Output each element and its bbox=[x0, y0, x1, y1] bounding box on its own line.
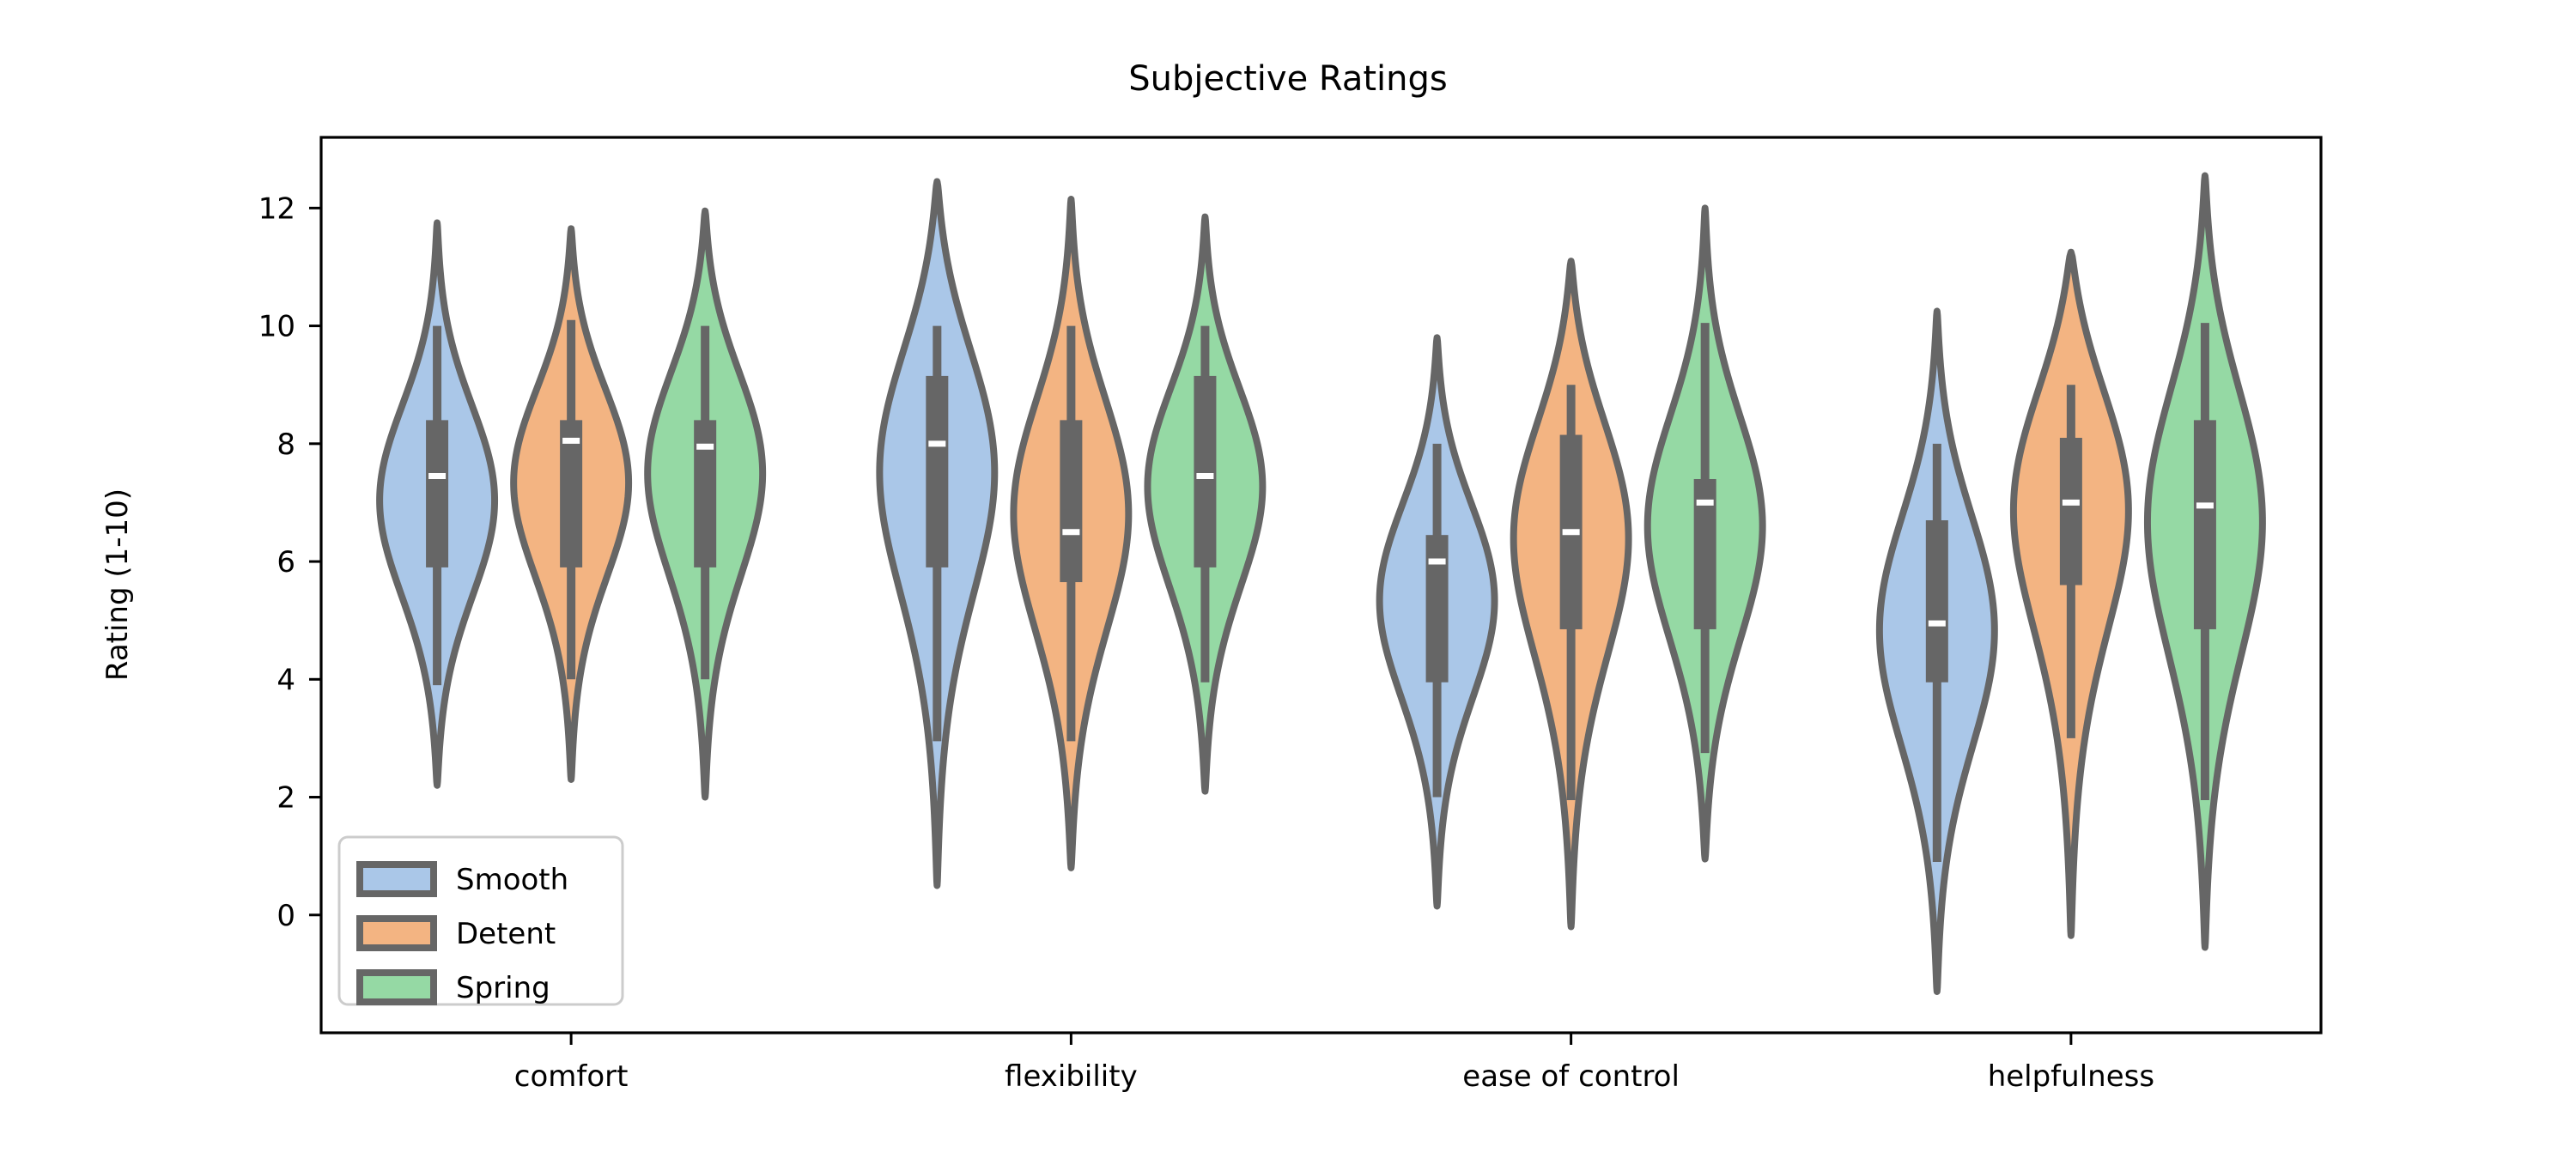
x-tick-label-ease-of-control: ease of control bbox=[1462, 1059, 1680, 1094]
y-tick-label: 4 bbox=[276, 663, 295, 697]
x-tick-label-comfort: comfort bbox=[514, 1059, 629, 1094]
chart-title: Subjective Ratings bbox=[1128, 59, 1447, 99]
y-tick-label: 6 bbox=[276, 545, 295, 580]
violin-detent-comfort[interactable] bbox=[510, 225, 633, 783]
violin-smooth-ease-of-control[interactable] bbox=[1376, 334, 1498, 910]
y-tick-label: 0 bbox=[276, 899, 295, 933]
legend-item-detent[interactable]: Detent bbox=[356, 915, 556, 951]
x-tick-label-helpfulness: helpfulness bbox=[1988, 1059, 2154, 1094]
iqr-box bbox=[694, 420, 717, 567]
y-axis-label: Rating (1-10) bbox=[100, 488, 135, 681]
violin-smooth-flexibility[interactable] bbox=[876, 178, 999, 889]
x-tick-label-flexibility: flexibility bbox=[1005, 1059, 1138, 1094]
iqr-box bbox=[426, 420, 449, 567]
iqr-box bbox=[926, 375, 949, 567]
violin-spring-comfort[interactable] bbox=[644, 207, 767, 801]
y-tick-label: 2 bbox=[276, 781, 295, 816]
violin-spring-ease-of-control[interactable] bbox=[1643, 204, 1766, 863]
legend-swatch-spring bbox=[356, 969, 437, 1005]
violin-detent-flexibility[interactable] bbox=[1010, 196, 1133, 871]
axes-layer bbox=[319, 136, 2323, 1035]
violin-smooth-helpfulness[interactable] bbox=[1875, 307, 1998, 995]
legend-label-detent: Detent bbox=[456, 917, 556, 951]
plot-frame bbox=[319, 136, 2323, 1035]
legend-label-spring: Spring bbox=[456, 971, 550, 1005]
iqr-box bbox=[1060, 420, 1083, 583]
iqr-box bbox=[2059, 437, 2082, 586]
legend-swatch-smooth bbox=[356, 861, 437, 897]
violin-layer bbox=[376, 172, 2266, 995]
y-tick-label: 12 bbox=[258, 191, 295, 226]
violin-spring-flexibility[interactable] bbox=[1144, 213, 1267, 795]
legend-swatch-detent bbox=[356, 915, 437, 951]
iqr-box bbox=[1925, 520, 1948, 683]
iqr-box bbox=[1194, 375, 1217, 567]
iqr-box bbox=[2193, 420, 2216, 629]
violin-detent-ease-of-control[interactable] bbox=[1510, 258, 1632, 931]
y-tick-label: 10 bbox=[258, 310, 295, 344]
iqr-box bbox=[560, 420, 583, 567]
violin-spring-helpfulness[interactable] bbox=[2143, 172, 2266, 951]
violin-detent-helpfulness[interactable] bbox=[2009, 248, 2132, 939]
legend-item-smooth[interactable]: Smooth bbox=[356, 861, 568, 897]
tick-layer: 0 2 4 6 8 10 12 comfort flexibility ease of contr… bbox=[258, 191, 2154, 1094]
y-tick-label: 8 bbox=[276, 428, 295, 462]
iqr-box bbox=[1425, 535, 1449, 683]
violin-smooth-comfort[interactable] bbox=[376, 219, 499, 789]
legend-item-spring[interactable]: Spring bbox=[356, 969, 550, 1005]
legend-label-smooth: Smooth bbox=[456, 863, 568, 897]
